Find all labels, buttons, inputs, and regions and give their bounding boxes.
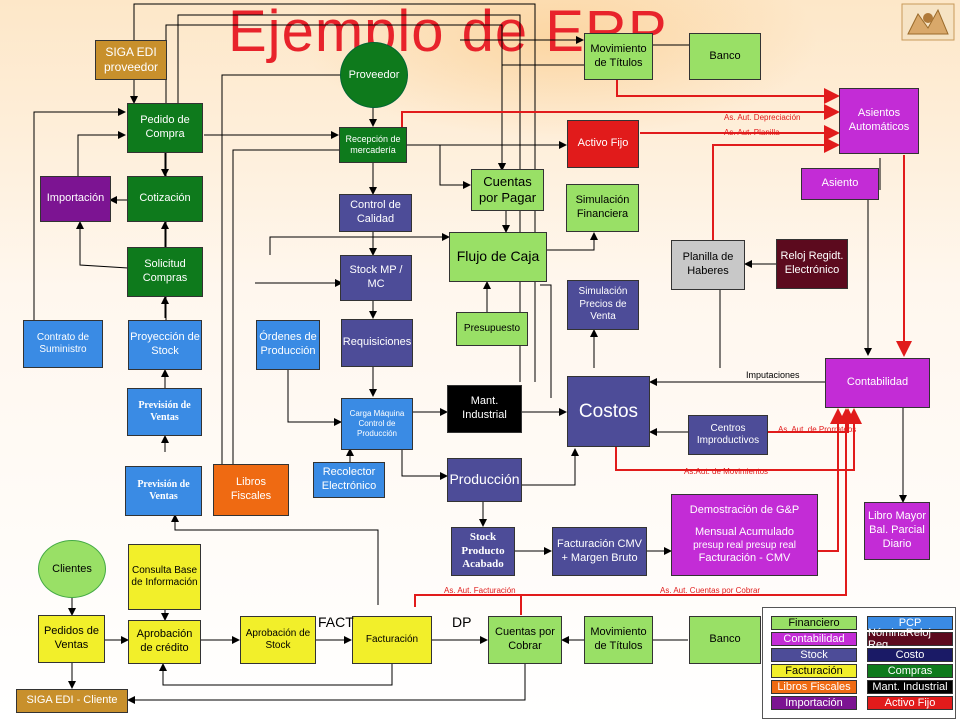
label-as-aut-depreciacion: As. Aut. Depreciación [724,113,801,122]
proyeccion-stock-box[interactable]: Proyección de Stock [128,320,202,370]
costos-box[interactable]: Costos [567,376,650,447]
label-as-aut-prorrateos: As. Aut. de Prorrateos [778,425,857,434]
asiento-box[interactable]: Asiento [801,168,879,200]
legend: Financiero PCP Contabilidad NóminaReloj Reg… [762,607,956,719]
cuentas-pagar-box[interactable]: Cuentas por Pagar [471,169,544,211]
siga-edi-proveedor-box[interactable]: SIGA EDI proveedor [95,40,167,80]
produccion-box[interactable]: Producción [447,458,522,502]
demostracion-line1: Mensual Acumulado [694,525,795,538]
control-calidad-box[interactable]: Control de Calidad [339,194,412,232]
label-as-aut-planilla: As. Aut. Planilla [724,128,780,137]
legend-item: Facturación [771,664,857,678]
legend-item: PCP [867,616,953,630]
flujo-caja-box[interactable]: Flujo de Caja [449,232,547,282]
ordenes-produccion-box[interactable]: Órdenes de Producción [256,320,320,370]
stock-mp-box[interactable]: Stock MP / MC [340,255,412,301]
siga-edi-cliente-box[interactable]: SIGA EDI - Cliente [16,689,128,713]
libro-mayor-box[interactable]: Libro Mayor Bal. Parcial Diario [864,502,930,560]
cotizacion-box[interactable]: Cotización [127,176,203,222]
requisiciones-box[interactable]: Requisiciones [341,319,413,367]
legend-item: Libros Fiscales [771,680,857,694]
label-fact: FACT [318,614,354,630]
centros-improductivos-box[interactable]: Centros Improductivos [688,415,768,455]
solicitud-compras-box[interactable]: Solicitud Compras [127,247,203,297]
asientos-automaticos-box[interactable]: Asientos Automáticos [839,88,919,154]
legend-item: Financiero [771,616,857,630]
importacion-box[interactable]: Importación [40,176,111,222]
label-as-aut-facturacion: As. Aut. Facturación [444,586,516,595]
label-as-aut-movimientos: As.Aut. de Movimientos [684,467,769,476]
prevision-ventas-2-box[interactable]: Previsión de Ventas [125,466,202,516]
recolector-electronico-box[interactable]: Recolector Electrónico [313,462,385,498]
reloj-electronico-box[interactable]: Reloj Regidt. Electrónico [776,239,848,289]
facturacion-cmv-box[interactable]: Facturación CMV + Margen Bruto [552,527,647,576]
aprobacion-credito-box[interactable]: Aprobación de crédito [128,620,201,664]
cuentas-cobrar-box[interactable]: Cuentas por Cobrar [488,616,562,664]
label-as-aut-cuentas-cobrar: As. Aut. Cuentas por Cobrar [660,586,761,595]
contrato-suministro-box[interactable]: Contrato de Suministro [23,320,103,368]
legend-item: Costo [867,648,953,662]
demostracion-title: Demostración de G&P [689,504,800,517]
label-dp: DP [452,614,472,630]
facturacion-box[interactable]: Facturación [352,616,432,664]
planilla-haberes-box[interactable]: Planilla de Haberes [671,240,745,290]
proveedor-node[interactable]: Proveedor [340,42,408,108]
legend-item: Activo Fijo [867,696,953,710]
activo-fijo-box[interactable]: Activo Fijo [567,120,639,168]
banco-bottom-box[interactable]: Banco [689,616,761,664]
demostracion-line2: presup real presup real [693,539,796,551]
consulta-base-box[interactable]: Consulta Base de Información [128,544,201,610]
presupuesto-box[interactable]: Presupuesto [456,312,528,346]
simulacion-financiera-box[interactable]: Simulación Financiera [566,184,639,232]
libros-fiscales-box[interactable]: Libros Fiscales [213,464,289,516]
clientes-node[interactable]: Clientes [38,540,106,598]
demostracion-line3: Facturación - CMV [698,552,791,565]
stock-producto-box[interactable]: Stock Producto Acabado [451,527,515,576]
aprobacion-stock-box[interactable]: Aprobación de Stock [240,616,316,664]
legend-item: Contabilidad [771,632,857,646]
movimiento-titulos-bottom-box[interactable]: Movimiento de Títulos [584,616,653,664]
company-logo-icon [901,3,955,41]
legend-item: Mant. Industrial [867,680,953,694]
mant-industrial-box[interactable]: Mant. Industrial [447,385,522,433]
prevision-ventas-1-box[interactable]: Previsión de Ventas [127,388,202,436]
movimiento-titulos-top-box[interactable]: Movimiento de Títulos [584,33,653,80]
pedidos-ventas-box[interactable]: Pedidos de Ventas [38,615,105,663]
demostracion-gp-box[interactable]: Demostración de G&P Mensual Acumulado pr… [671,494,818,576]
pedido-compra-box[interactable]: Pedido de Compra [127,103,203,153]
label-imputaciones: Imputaciones [746,370,800,380]
legend-item: Stock [771,648,857,662]
simulacion-precios-box[interactable]: Simulación Precios de Venta [567,280,639,330]
legend-item: Compras [867,664,953,678]
legend-item: NóminaReloj Reg. [867,627,953,651]
carga-maquina-box[interactable]: Carga Máquina Control de Producción [341,398,413,450]
contabilidad-box[interactable]: Contabilidad [825,358,930,408]
banco-top-box[interactable]: Banco [689,33,761,80]
legend-item: Importación [771,696,857,710]
recepcion-mercaderia-box[interactable]: Recepción de mercadería [339,127,407,163]
